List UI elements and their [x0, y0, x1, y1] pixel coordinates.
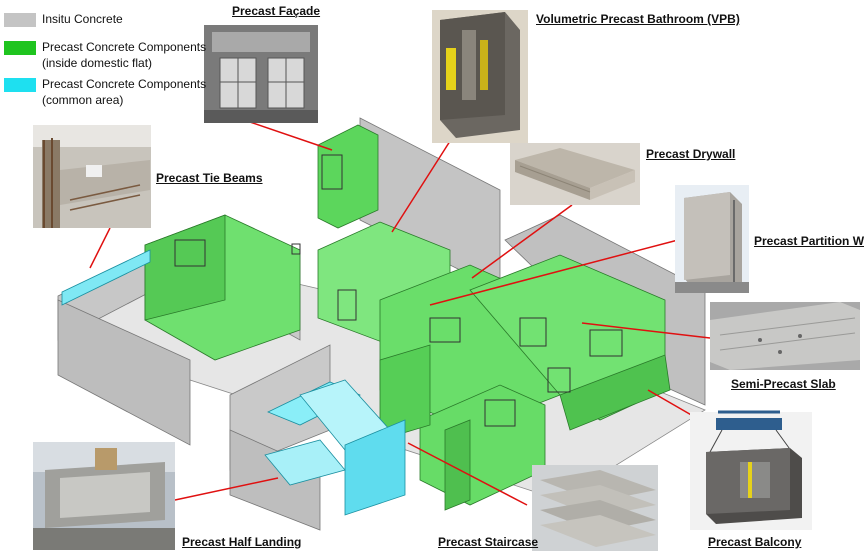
photo-facade	[204, 25, 318, 123]
label-precast-facade: Precast Façade	[232, 4, 321, 18]
leader-lines	[89, 121, 711, 506]
insitu-wall-front-left	[57, 299, 191, 446]
legend-label-insitu: Insitu Concrete	[42, 12, 123, 26]
photo-drywall	[510, 143, 640, 205]
leader-facade	[249, 121, 333, 151]
legend-swatch-insitu	[4, 13, 36, 27]
legend-item-precast-flat: Precast Concrete Components (inside dome…	[4, 39, 206, 71]
leader-slab	[581, 322, 711, 339]
legend-swatch-precast-flat	[4, 41, 36, 55]
label-precast-tie-beams: Precast Tie Beams	[156, 171, 263, 185]
photo-half-landing	[33, 442, 175, 550]
photo-partition	[675, 185, 749, 293]
green-balcony-base	[559, 354, 671, 431]
cyan-tie-beam	[61, 249, 151, 306]
legend-swatch-precast-common	[4, 78, 36, 92]
photo-staircase	[532, 465, 658, 551]
green-front-wall	[379, 344, 431, 441]
label-semi-precast-slab: Semi-Precast Slab	[731, 377, 836, 391]
label-precast-balcony: Precast Balcony	[708, 535, 802, 549]
green-facade-block	[317, 124, 379, 229]
photo-tie-beams	[33, 125, 151, 228]
label-precast-drywall: Precast Drywall	[646, 147, 736, 161]
cyan-staircase-lower	[264, 439, 346, 486]
legend-item-insitu: Insitu Concrete	[4, 11, 123, 27]
photo-slab	[710, 302, 860, 370]
building-model	[57, 117, 706, 531]
photo-balcony	[690, 410, 812, 530]
label-vpb: Volumetric Precast Bathroom (VPB)	[536, 12, 740, 26]
legend-label-precast-flat: Precast Concrete Components (inside dome…	[42, 40, 207, 70]
cyan-stair-wall	[344, 419, 406, 516]
label-precast-staircase: Precast Staircase	[438, 535, 539, 549]
photo-vpb	[432, 10, 528, 143]
green-panel-front	[444, 419, 471, 511]
label-precast-half-landing: Precast Half Landing	[182, 535, 302, 549]
leader-staircase	[407, 442, 528, 506]
legend-item-precast-common: Precast Concrete Components (common area…	[4, 76, 206, 108]
window-frames	[174, 154, 623, 427]
label-precast-partition-wall: Precast Partition Wall	[754, 234, 864, 248]
leader-vpb	[391, 137, 453, 233]
leader-drywall	[471, 204, 573, 279]
leader-half-landing	[174, 477, 279, 501]
leader-tie-beams	[89, 227, 111, 269]
legend-label-precast-common: Precast Concrete Components (common area…	[42, 77, 207, 107]
leader-partition	[429, 239, 679, 306]
